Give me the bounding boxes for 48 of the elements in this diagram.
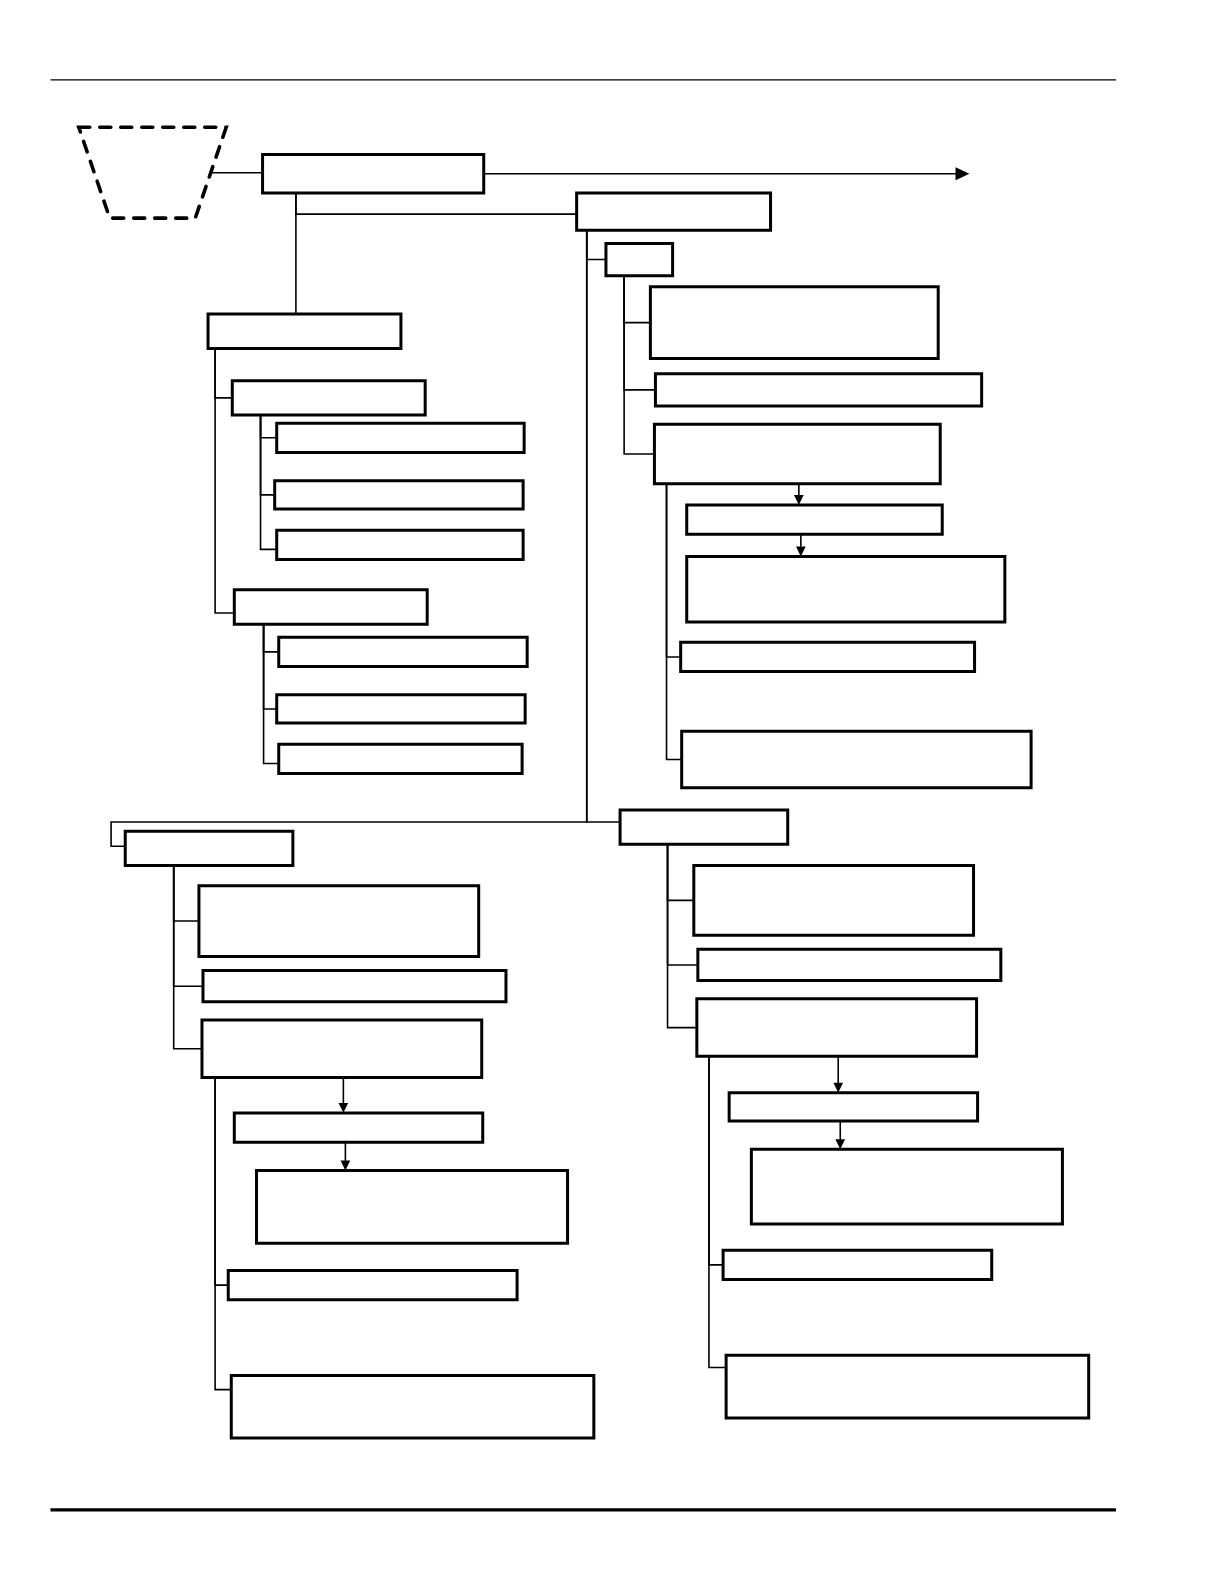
connector-line: [259, 414, 278, 551]
empty-box: [618, 808, 790, 846]
connector-line: [666, 843, 698, 1029]
empty-box: [261, 153, 486, 195]
connector-line: [708, 1055, 727, 1369]
empty-box: [229, 1374, 596, 1440]
empty-box: [232, 1111, 485, 1144]
empty-box: [696, 947, 1003, 983]
empty-box: [685, 554, 1007, 624]
empty-box: [749, 1147, 1064, 1226]
empty-box: [724, 1353, 1091, 1420]
empty-box: [197, 884, 481, 958]
dashed-trapezoid: [76, 125, 229, 220]
empty-box: [123, 829, 295, 867]
connector-line: [295, 192, 578, 215]
empty-box: [230, 379, 427, 417]
empty-box: [255, 1169, 570, 1245]
empty-box: [652, 422, 942, 486]
empty-box: [575, 191, 773, 232]
empty-box: [232, 588, 429, 626]
empty-box: [648, 285, 940, 360]
empty-box: [680, 729, 1033, 790]
empty-box: [277, 635, 529, 669]
connector-line: [665, 482, 683, 761]
empty-box: [721, 1248, 994, 1282]
empty-box: [200, 1018, 484, 1080]
empty-box: [727, 1091, 980, 1123]
empty-box: [273, 479, 525, 511]
empty-box: [206, 312, 403, 350]
connector-line: [210, 171, 264, 174]
empty-box: [277, 742, 524, 776]
empty-box: [679, 640, 977, 674]
connector-line: [623, 274, 656, 455]
empty-box: [604, 241, 675, 278]
empty-box: [275, 421, 526, 454]
connector-line: [585, 229, 621, 823]
connector-line: [172, 864, 203, 1050]
connector-line: [214, 1076, 233, 1391]
empty-box: [653, 372, 984, 408]
connector-line: [214, 347, 236, 614]
empty-box: [275, 693, 527, 725]
empty-box: [695, 997, 979, 1058]
empty-box: [201, 969, 508, 1004]
empty-box: [692, 864, 976, 937]
connector-line: [262, 623, 280, 765]
empty-box: [685, 503, 944, 536]
empty-box: [275, 528, 525, 561]
empty-box: [226, 1268, 519, 1302]
